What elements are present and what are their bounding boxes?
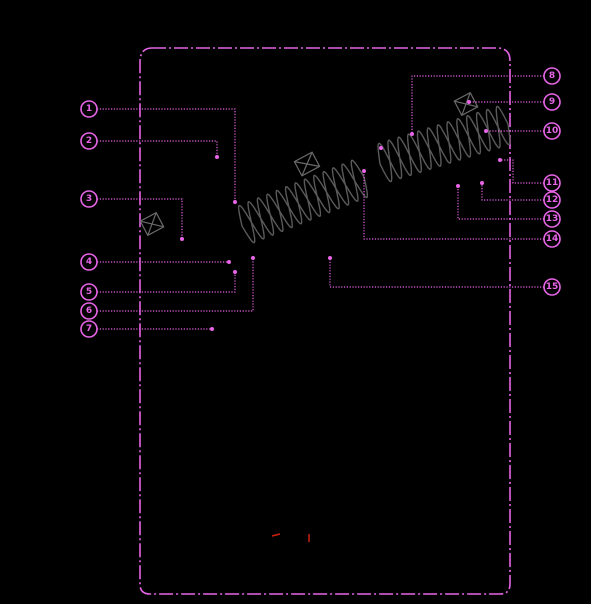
leader-lines [97,75,544,330]
duct-coil-left [237,159,369,244]
vent-diamond-icon [139,211,165,237]
svg-text:1: 1 [86,104,92,114]
callout-9: 9 [543,93,561,111]
callout-11: 11 [543,174,561,192]
vent-diamond-icon [453,91,479,117]
red-mark [271,533,281,537]
callout-13: 13 [543,210,561,228]
callout-1: 1 [80,100,98,118]
svg-text:10: 10 [546,126,559,136]
svg-text:11: 11 [546,178,559,188]
svg-text:13: 13 [546,214,559,224]
callout-8: 8 [543,67,561,85]
callout-7: 7 [80,320,98,338]
svg-text:14: 14 [546,234,559,244]
callout-10: 10 [543,122,561,140]
svg-text:7: 7 [86,324,92,334]
callout-2: 2 [80,132,98,150]
callout-3-left: 3 [80,190,98,208]
duct-coil-right [377,105,511,183]
callout-5: 5 [80,283,98,301]
svg-text:2: 2 [86,136,92,146]
callout-6: 6 [80,302,98,320]
svg-text:6: 6 [86,306,92,316]
svg-text:4: 4 [86,257,92,267]
svg-text:12: 12 [546,195,559,205]
callout-4: 4 [80,253,98,271]
svg-text:8: 8 [549,71,555,81]
callout-15: 15 [543,278,561,296]
room-outline [139,47,511,595]
svg-text:5: 5 [86,287,92,297]
callout-14: 14 [543,230,561,248]
anchor-dots [180,100,502,331]
callout-12: 12 [543,191,561,209]
svg-text:15: 15 [546,282,559,292]
svg-text:9: 9 [549,97,555,107]
vent-diamond-icon [293,151,321,177]
svg-text:3: 3 [86,194,92,204]
